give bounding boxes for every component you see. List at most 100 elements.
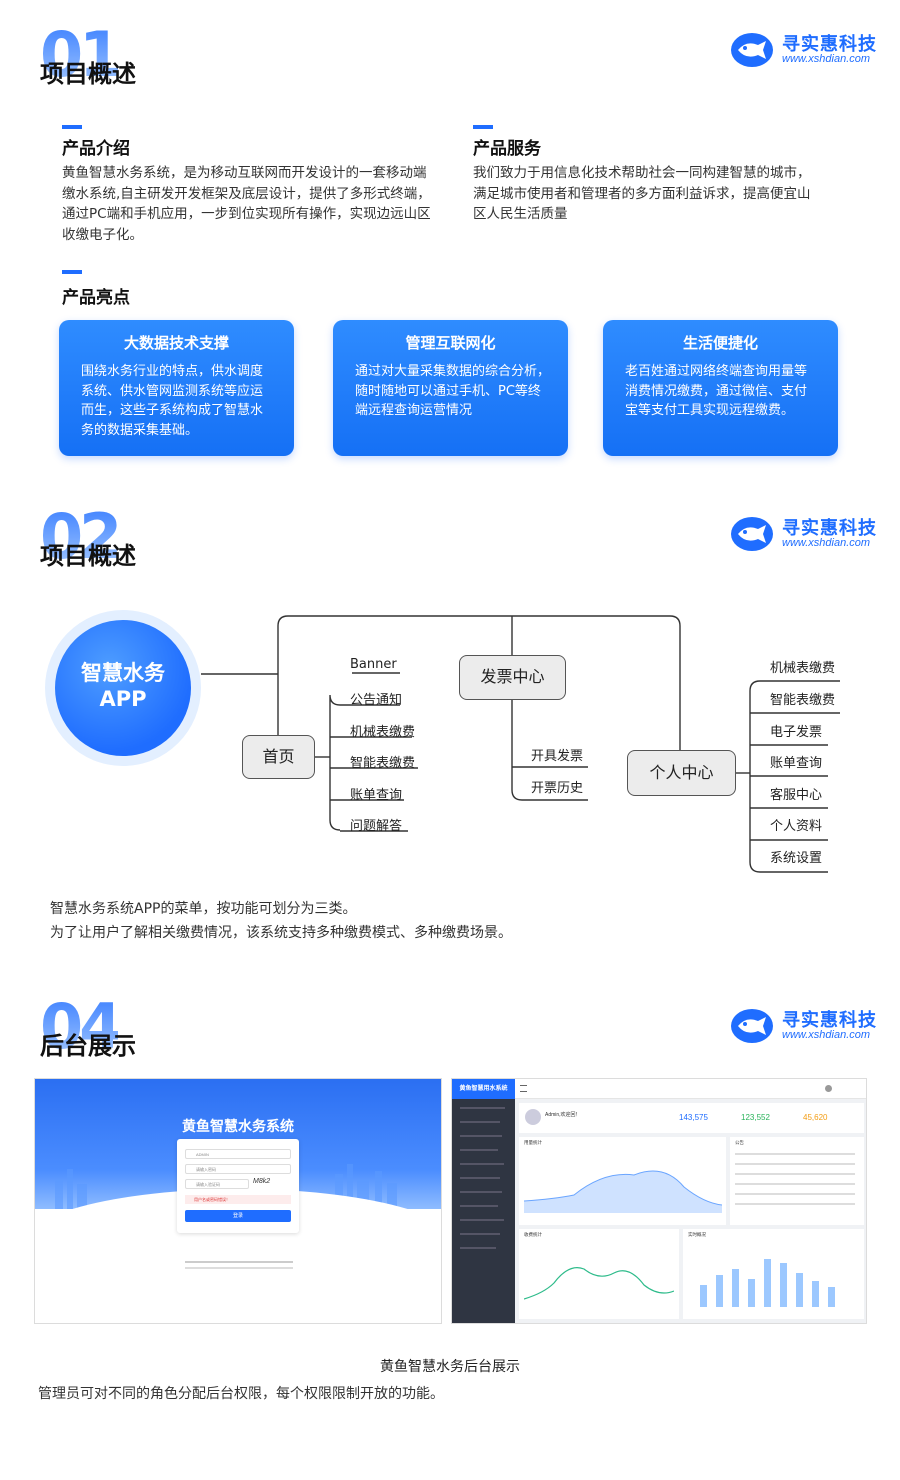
admin-brand: 黄鱼智慧用水系统 bbox=[452, 1079, 515, 1099]
panel-title: 公告 bbox=[735, 1140, 744, 1145]
admin-dashboard-screenshot: 黄鱼智慧用水系统 Admin,欢迎回！ 143,575 123,552 45,6… bbox=[451, 1078, 867, 1324]
sidebar-item[interactable] bbox=[460, 1121, 500, 1123]
card-line: 随时随地可以通过手机、PC等终 bbox=[355, 383, 541, 399]
card-line: 宝等支付工具实现远程缴费。 bbox=[625, 403, 795, 418]
leaf-smart-meter: 智能表缴费 bbox=[770, 693, 836, 708]
section-number: 04 bbox=[40, 990, 122, 1063]
sidebar-item[interactable] bbox=[460, 1233, 500, 1235]
sidebar-item[interactable] bbox=[460, 1205, 498, 1207]
leaf-e-invoice: 电子发票 bbox=[770, 725, 823, 740]
leaf-settings: 系统设置 bbox=[770, 851, 823, 866]
card-line: 围绕水务行业的特点，供水调度 bbox=[81, 364, 264, 379]
sidebar-item[interactable] bbox=[460, 1135, 502, 1137]
sidebar-item[interactable] bbox=[460, 1163, 504, 1165]
card-line: 系统、供水管网监测系统等应运 bbox=[81, 383, 264, 399]
leaf-mechanical-meter: 机械表缴费 bbox=[770, 661, 836, 676]
card-line: 消费情况缴费，通过微信、支付 bbox=[625, 383, 808, 399]
card-line: 端远程查询运营情况 bbox=[355, 403, 473, 418]
sidebar-item[interactable] bbox=[460, 1107, 505, 1109]
captcha-image[interactable]: M8k2 bbox=[253, 1178, 271, 1185]
service-line: 我们致力于用信息化技术帮助社会一同构建智慧的城市， bbox=[473, 165, 811, 181]
leaf-profile: 个人资料 bbox=[770, 819, 823, 834]
sidebar-item[interactable] bbox=[460, 1149, 498, 1151]
login-button[interactable]: 登录 bbox=[185, 1210, 291, 1222]
panel-title: 用量统计 bbox=[524, 1140, 542, 1145]
stat-value: 45,620 bbox=[803, 1113, 828, 1122]
leaf-issue-invoice: 开具发票 bbox=[531, 749, 584, 764]
intro-line: 收缴电子化。 bbox=[62, 226, 143, 243]
login-system-title: 黄鱼智慧水务系统 bbox=[182, 1119, 294, 1135]
leaf-banner: Banner bbox=[350, 657, 397, 672]
realtime-chart-panel: 实时概况 bbox=[683, 1229, 864, 1319]
desc-line: 智慧水务系统APP的菜单，按功能可划分为三类。 bbox=[50, 901, 357, 917]
company-logo: 寻实惠科技 www.xshdian.com bbox=[730, 30, 880, 70]
sidebar-item[interactable] bbox=[460, 1247, 496, 1249]
app-menu-description: 智慧水务系统APP的菜单，按功能可划分为三类。 为了让用户了解相关缴费情况，该系… bbox=[50, 897, 870, 945]
avatar bbox=[525, 1109, 541, 1125]
desc-line: 为了让用户了解相关缴费情况，该系统支持多种缴费模式、多种缴费场景。 bbox=[50, 925, 512, 941]
notice-item[interactable] bbox=[735, 1163, 855, 1165]
highlight-card-life: 生活便捷化 老百姓通过网络终端查询用量等 消费情况缴费，通过微信、支付 宝等支付… bbox=[603, 320, 838, 456]
realtime-bar-chart bbox=[700, 1259, 835, 1307]
login-error: 用户名或密码错误！ bbox=[185, 1195, 291, 1204]
highlight-card-bigdata: 大数据技术支撑 围绕水务行业的特点，供水调度 系统、供水管网监测系统等应运 而生… bbox=[59, 320, 294, 456]
username-field[interactable]: ADMIN bbox=[185, 1149, 291, 1159]
logo-name: 寻实惠科技 bbox=[782, 518, 877, 539]
notice-panel: 公告 bbox=[730, 1137, 864, 1225]
card-line: 务的数据采集基础。 bbox=[81, 422, 199, 438]
password-field[interactable]: 请输入密码 bbox=[185, 1164, 291, 1174]
leaf-customer-service: 客服中心 bbox=[770, 788, 823, 803]
footer-line bbox=[185, 1261, 293, 1263]
app-circle bbox=[55, 620, 191, 756]
section-04-header: 04 后台展示 bbox=[40, 990, 340, 1063]
stat-value: 143,575 bbox=[679, 1113, 708, 1122]
highlight-card-internet: 管理互联网化 通过对大量采集数据的综合分析， 随时随地可以通过手机、PC等终 端… bbox=[333, 320, 568, 456]
sidebar-item[interactable] bbox=[460, 1191, 502, 1193]
intro-line: 通过PC端和手机应用，一步到位实现所有操作，实现边远山区 bbox=[62, 206, 431, 222]
section-number: 01 bbox=[40, 18, 122, 91]
card-body: 通过对大量采集数据的综合分析， 随时随地可以通过手机、PC等终 端远程查询运营情… bbox=[355, 362, 550, 421]
menu-icon[interactable] bbox=[520, 1085, 527, 1092]
fish-logo-icon bbox=[731, 33, 773, 67]
service-heading: 产品服务 bbox=[473, 139, 541, 159]
welcome-panel: Admin,欢迎回！ 143,575 123,552 45,620 bbox=[519, 1103, 864, 1133]
node-invoice-center: 发票中心 bbox=[459, 655, 566, 700]
notice-item[interactable] bbox=[735, 1193, 855, 1195]
notice-item[interactable] bbox=[735, 1203, 855, 1205]
admin-topbar bbox=[515, 1079, 866, 1099]
logo-name: 寻实惠科技 bbox=[782, 34, 877, 55]
captcha-field[interactable]: 请输入验证码 bbox=[185, 1179, 249, 1189]
leaf-smart-meter: 智能表缴费 bbox=[350, 756, 416, 771]
intro-heading: 产品介绍 bbox=[62, 139, 130, 159]
panel-title: 实时概况 bbox=[688, 1232, 706, 1237]
leaf-bill-query: 账单查询 bbox=[350, 788, 403, 803]
fish-logo-icon bbox=[731, 1009, 773, 1043]
notice-item[interactable] bbox=[735, 1183, 855, 1185]
usage-area-chart bbox=[524, 1170, 722, 1213]
card-line: 而生，这些子系统构成了智慧水 bbox=[81, 403, 264, 418]
welcome-text: Admin,欢迎回！ bbox=[545, 1112, 581, 1118]
card-title: 大数据技术支撑 bbox=[123, 334, 229, 352]
fish-logo-icon bbox=[731, 517, 773, 551]
logo-url: www.xshdian.com bbox=[782, 1029, 871, 1041]
notice-item[interactable] bbox=[735, 1153, 855, 1155]
fee-line-chart bbox=[524, 1267, 674, 1300]
avatar[interactable] bbox=[825, 1085, 832, 1092]
sidebar-item[interactable] bbox=[460, 1177, 500, 1179]
service-text: 我们致力于用信息化技术帮助社会一同构建智慧的城市， 满足城市使用者和管理者的多方… bbox=[473, 163, 853, 225]
app-label-line: APP bbox=[99, 687, 147, 711]
app-circle-label: 智慧水务 APP bbox=[55, 660, 191, 712]
notice-item[interactable] bbox=[735, 1173, 855, 1175]
app-label-line: 智慧水务 bbox=[81, 661, 165, 685]
card-line: 老百姓通过网络终端查询用量等 bbox=[625, 364, 808, 379]
logo-url: www.xshdian.com bbox=[782, 53, 871, 65]
highlights-heading: 产品亮点 bbox=[62, 288, 130, 308]
login-screenshot: 黄鱼智慧水务系统 ADMIN 请输入密码 请输入验证码 M8k2 用户名或密码错… bbox=[34, 1078, 442, 1324]
section-title: 后台展示 bbox=[40, 1032, 136, 1060]
card-title: 生活便捷化 bbox=[682, 334, 758, 352]
mindmap-connectors bbox=[201, 615, 840, 873]
login-form: ADMIN 请输入密码 请输入验证码 M8k2 用户名或密码错误！ 登录 bbox=[177, 1139, 299, 1233]
sidebar-item[interactable] bbox=[460, 1219, 504, 1221]
screenshot-caption: 黄鱼智慧水务后台展示 bbox=[380, 1359, 520, 1375]
card-body: 围绕水务行业的特点，供水调度 系统、供水管网监测系统等应运 而生，这些子系统构成… bbox=[81, 362, 276, 440]
